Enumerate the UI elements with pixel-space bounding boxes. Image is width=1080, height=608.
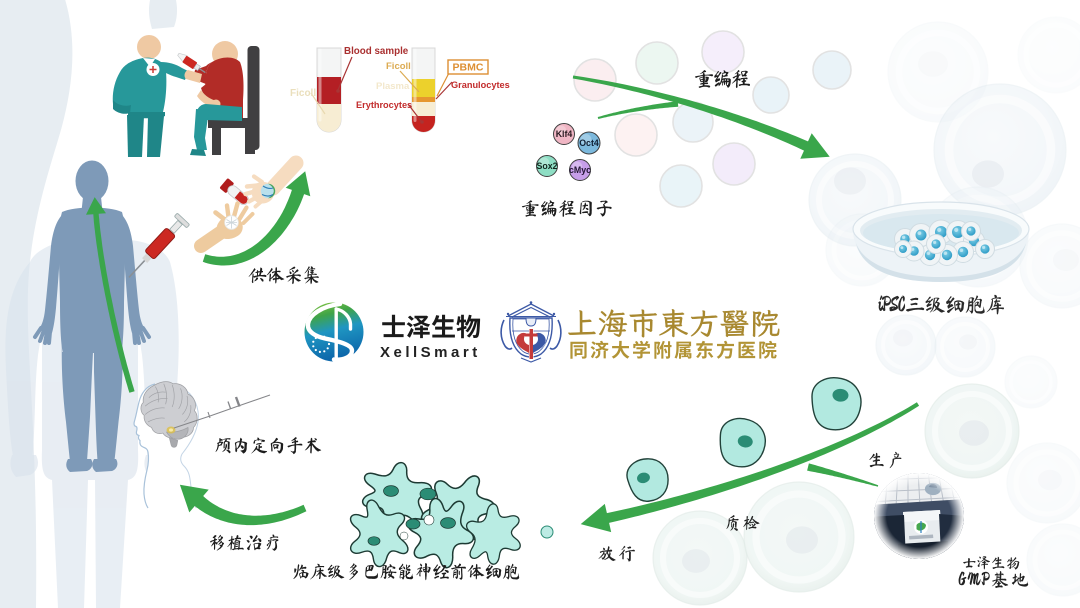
svg-text:cMyc: cMyc [569,165,591,175]
svg-text:Ficoll: Ficoll [386,61,411,72]
svg-text:XellSmart: XellSmart [380,344,481,361]
svg-text:Erythrocytes: Erythrocytes [356,100,412,110]
svg-text:Plasma: Plasma [376,81,410,92]
svg-text:Granulocytes: Granulocytes [451,80,510,90]
svg-text:Klf4: Klf4 [556,129,573,139]
svg-text:Ficoll: Ficoll [290,88,316,99]
svg-text:PBMC: PBMC [453,62,484,74]
svg-text:Sox2: Sox2 [536,161,557,171]
svg-text:Oct4: Oct4 [579,138,599,148]
svg-text:Blood sample: Blood sample [344,46,409,57]
